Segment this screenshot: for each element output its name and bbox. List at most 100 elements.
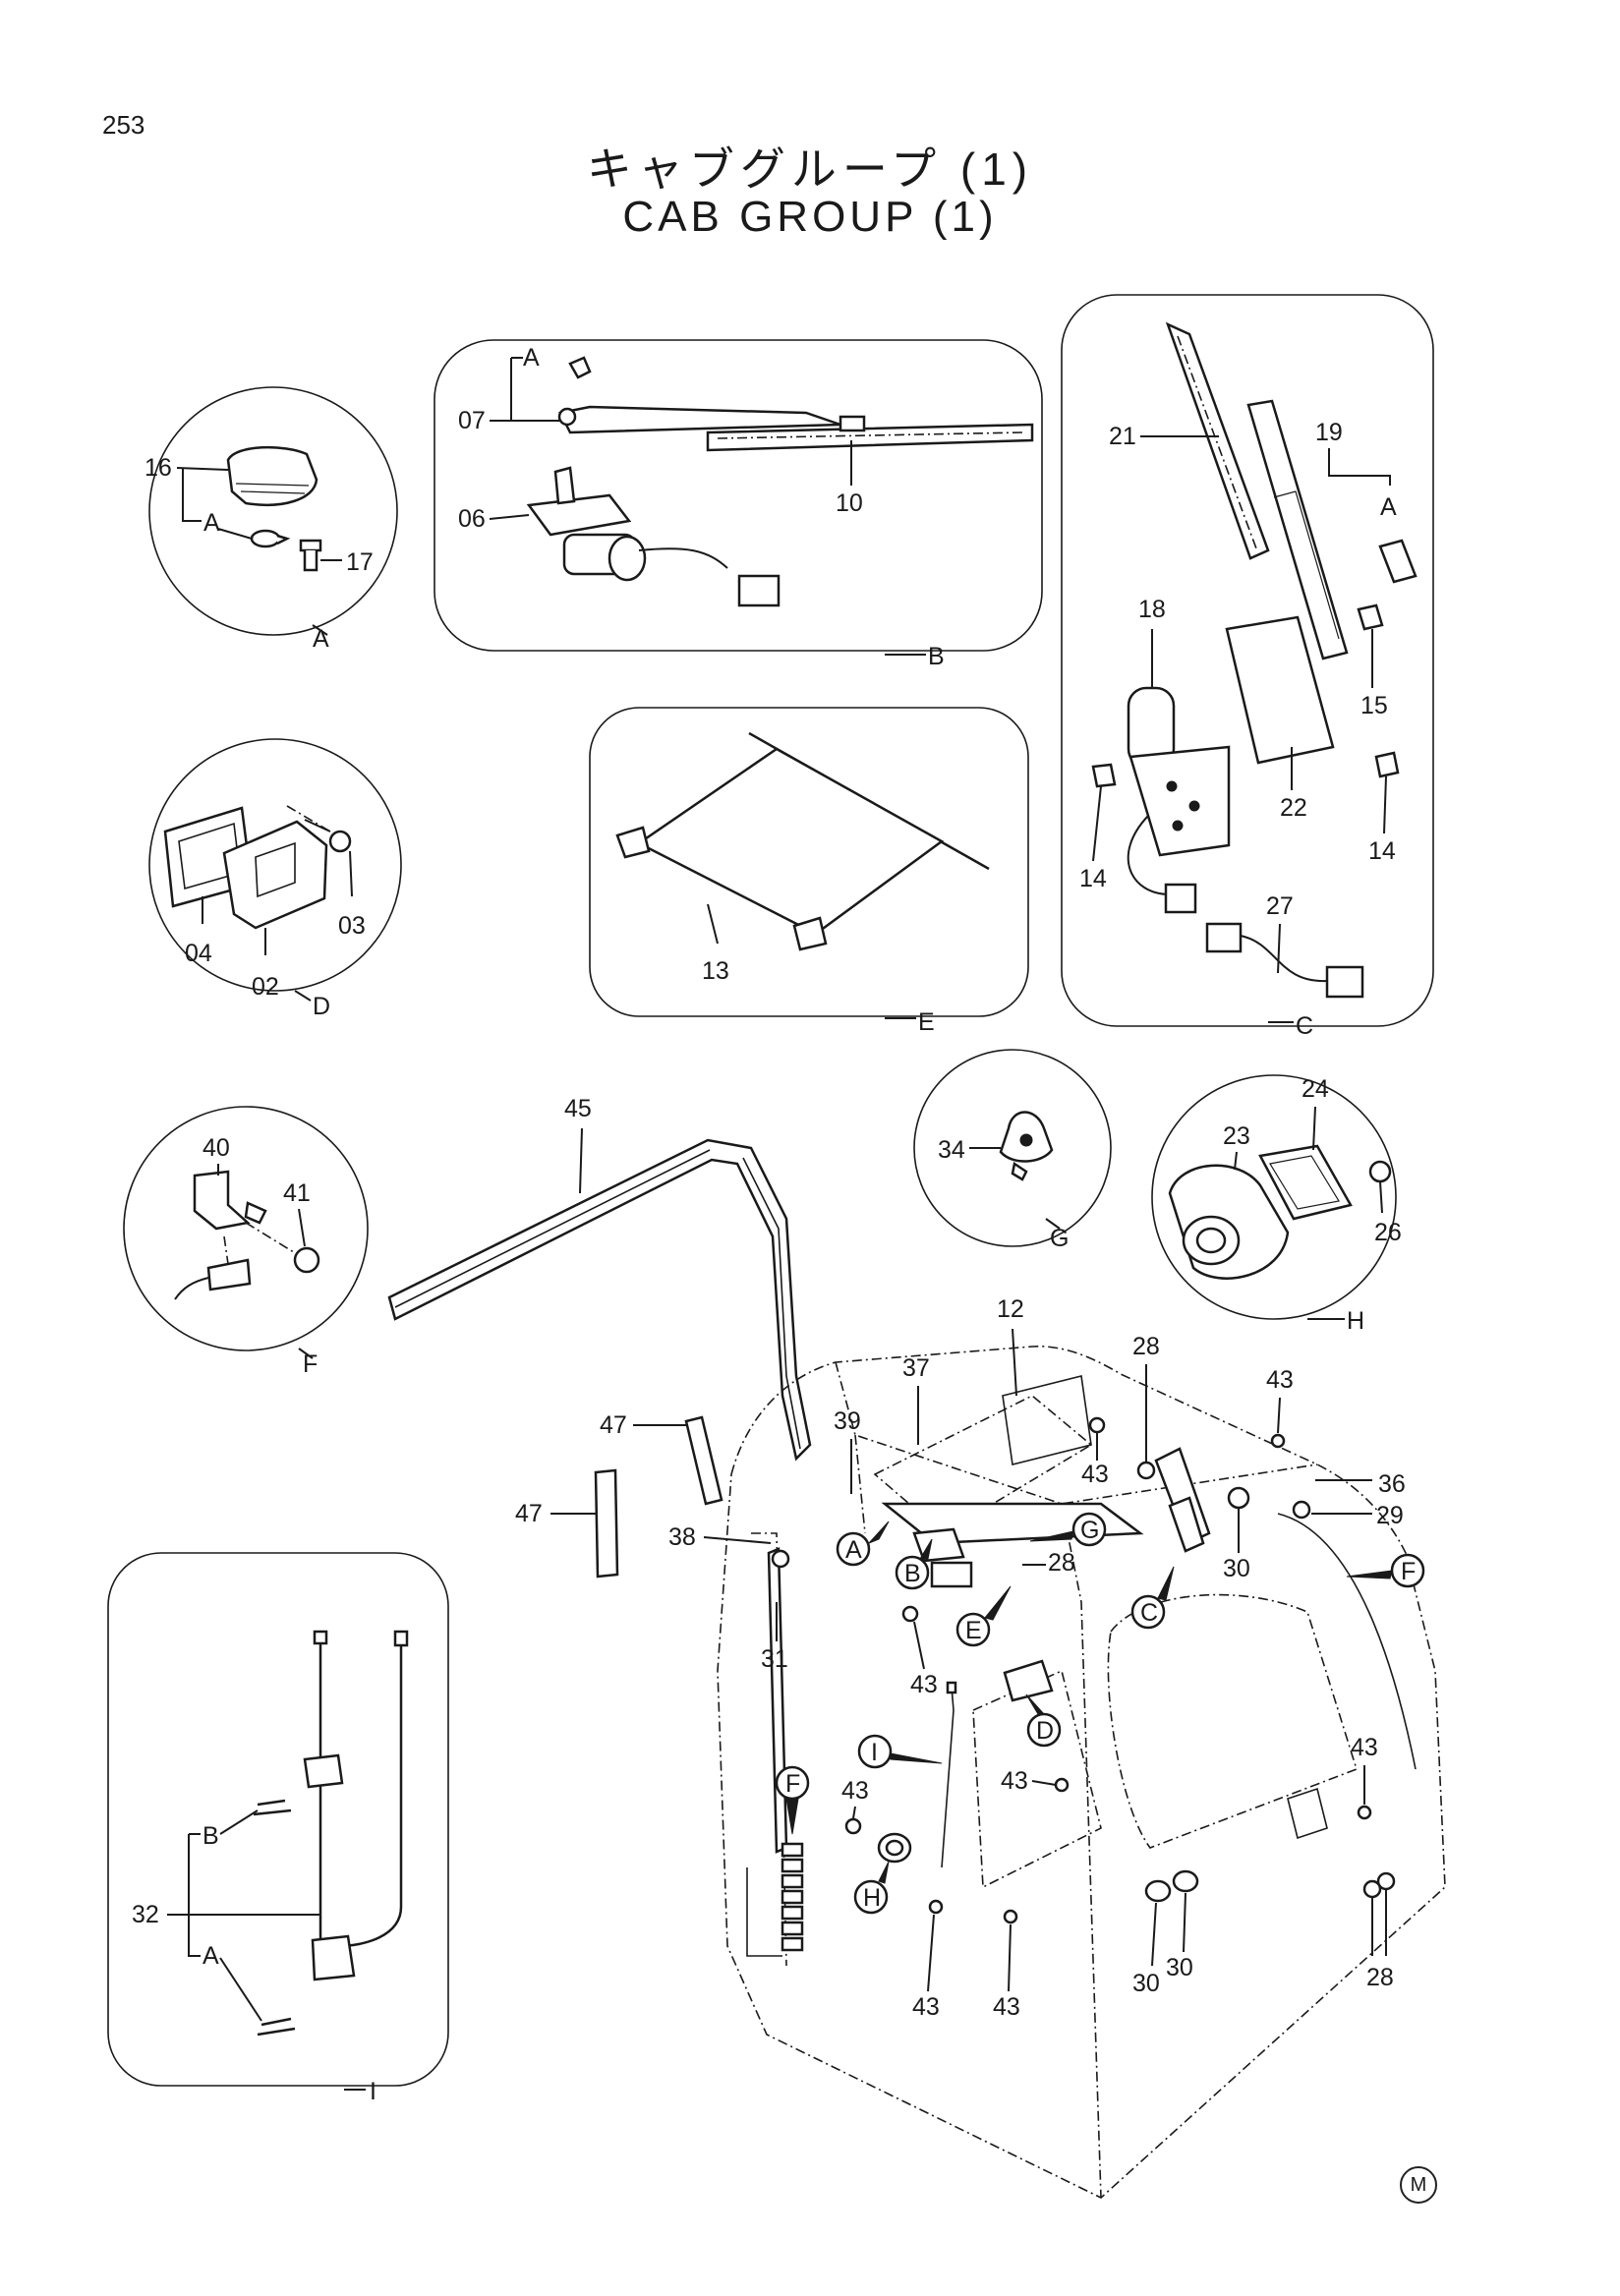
callout-g: G xyxy=(1029,1512,1107,1547)
visor-bracket-right xyxy=(792,916,828,951)
panel-e-label: E xyxy=(918,1008,935,1036)
harness-27-plug xyxy=(1325,965,1364,999)
part-number-15: 15 xyxy=(1360,692,1388,719)
callout-h: H xyxy=(853,1861,890,1915)
antenna-rod-tip xyxy=(393,1630,409,1647)
grommet-29 xyxy=(1292,1500,1311,1520)
roof-cable xyxy=(1277,1513,1417,1770)
bracket-19 xyxy=(1328,448,1391,486)
part-number-19: 19 xyxy=(1315,419,1343,446)
panel-d-label: D xyxy=(313,993,330,1020)
callout-c: C xyxy=(1130,1566,1175,1630)
cab-body-outline xyxy=(717,1346,1446,2199)
bracket-07 xyxy=(510,357,523,421)
leader-27 xyxy=(1277,923,1281,974)
part-number-28-bottom: 28 xyxy=(1366,1964,1394,1991)
panel-d-frame xyxy=(148,738,402,992)
leader-14-left xyxy=(1092,785,1102,862)
leader-panel-d xyxy=(294,990,312,1002)
callout-f-left-arrow xyxy=(785,1798,799,1835)
grommet-30-right xyxy=(1172,1869,1199,1893)
callout-e-arrow xyxy=(984,1585,1012,1621)
callout-i-circle xyxy=(857,1734,893,1769)
roof-gearbox xyxy=(930,1561,973,1588)
leader-b xyxy=(219,1809,259,1835)
callout-a-arrow xyxy=(868,1521,890,1544)
leader-panel-a xyxy=(312,624,328,636)
panel-g-buzzer: 34 G xyxy=(913,1049,1112,1252)
part-number-43-door: 43 xyxy=(1001,1767,1028,1795)
panel-i-label: I xyxy=(370,2078,376,2105)
cab-speaker-center xyxy=(885,1839,904,1857)
trim-47-upper xyxy=(684,1415,723,1506)
callout-h-letter: H xyxy=(863,1884,881,1912)
screw-43 xyxy=(1054,1777,1070,1793)
part-number-41: 41 xyxy=(283,1179,311,1207)
bulb xyxy=(250,529,281,548)
screw-43 xyxy=(901,1605,919,1623)
weather-strip-45-edge xyxy=(394,1149,801,1450)
part-number-38: 38 xyxy=(668,1523,696,1551)
bolt-14-left xyxy=(1091,763,1117,788)
panel-c-front-wiper: 21 19 A 18 15 22 14 14 27 C xyxy=(1061,294,1434,1040)
part-number-03: 03 xyxy=(338,912,366,940)
callout-e-letter: E xyxy=(965,1617,982,1644)
screw-26 xyxy=(1368,1160,1392,1183)
switch xyxy=(781,1936,804,1952)
leader-30-bottom-right xyxy=(1183,1892,1186,1953)
front-wiper-motor xyxy=(1168,1496,1205,1553)
side-rail-31 xyxy=(767,1547,788,1854)
assembly-line xyxy=(286,805,331,832)
leader-43-left xyxy=(852,1806,856,1819)
leader-panel-g xyxy=(1045,1218,1061,1230)
panel-a-frame xyxy=(148,386,398,636)
arm-pivot xyxy=(557,407,577,427)
part-number-04: 04 xyxy=(185,940,212,967)
callout-d: D xyxy=(1025,1693,1062,1748)
wiper-arm-front-detail xyxy=(1273,490,1340,640)
part-number-28-top: 28 xyxy=(1132,1333,1160,1360)
visor-bracket-left xyxy=(615,826,651,859)
grip-02 xyxy=(222,820,328,930)
page-number: 253 xyxy=(102,110,145,140)
room-light-lens-lines xyxy=(235,483,310,494)
leader-24 xyxy=(1312,1106,1316,1151)
screw-41 xyxy=(293,1246,320,1274)
bracket-32 xyxy=(188,1833,201,1957)
screw-43 xyxy=(1003,1909,1018,1924)
part-number-43-right: 43 xyxy=(1266,1366,1294,1394)
leader-43-door xyxy=(1031,1780,1057,1786)
screw-03 xyxy=(328,830,352,853)
callout-i: I xyxy=(857,1734,943,1769)
room-light-housing xyxy=(226,445,318,506)
cab-front-pillar xyxy=(854,1434,866,1534)
panel-f-label: F xyxy=(303,1350,318,1378)
leader-13 xyxy=(707,903,719,945)
nut-15 xyxy=(1357,603,1384,631)
leader-30-bottom-left xyxy=(1151,1902,1157,1967)
wiper-connector xyxy=(737,574,781,607)
callout-f-left: F xyxy=(775,1765,810,1835)
wiper-motor-wire xyxy=(638,547,728,569)
wiper-blade-rubber xyxy=(717,431,1023,439)
part-number-36: 36 xyxy=(1378,1470,1406,1498)
leader-a-bulb xyxy=(217,528,253,540)
wiper-arm-front xyxy=(1246,399,1349,660)
callout-a-circle xyxy=(836,1531,871,1567)
part-number-24: 24 xyxy=(1302,1075,1329,1103)
antenna-clip-upper xyxy=(303,1753,344,1789)
part-number-14-right: 14 xyxy=(1368,837,1396,865)
callout-g-letter: G xyxy=(1080,1517,1099,1544)
cab-antenna xyxy=(941,1686,955,1868)
callout-b-circle xyxy=(895,1555,930,1590)
harness-connector-27 xyxy=(1205,922,1243,953)
switch xyxy=(781,1905,804,1921)
panel-d-grip: 03 04 02 D xyxy=(148,738,402,1020)
grommet-30-top xyxy=(1227,1486,1250,1510)
part-number-26: 26 xyxy=(1374,1219,1402,1246)
cab-vent xyxy=(1287,1787,1328,1840)
bracket-40 xyxy=(193,1170,251,1231)
part-number-30-bottom-left: 30 xyxy=(1132,1970,1160,1997)
harness-27-wire xyxy=(1240,935,1328,983)
weather-strip-45 xyxy=(387,1138,812,1462)
